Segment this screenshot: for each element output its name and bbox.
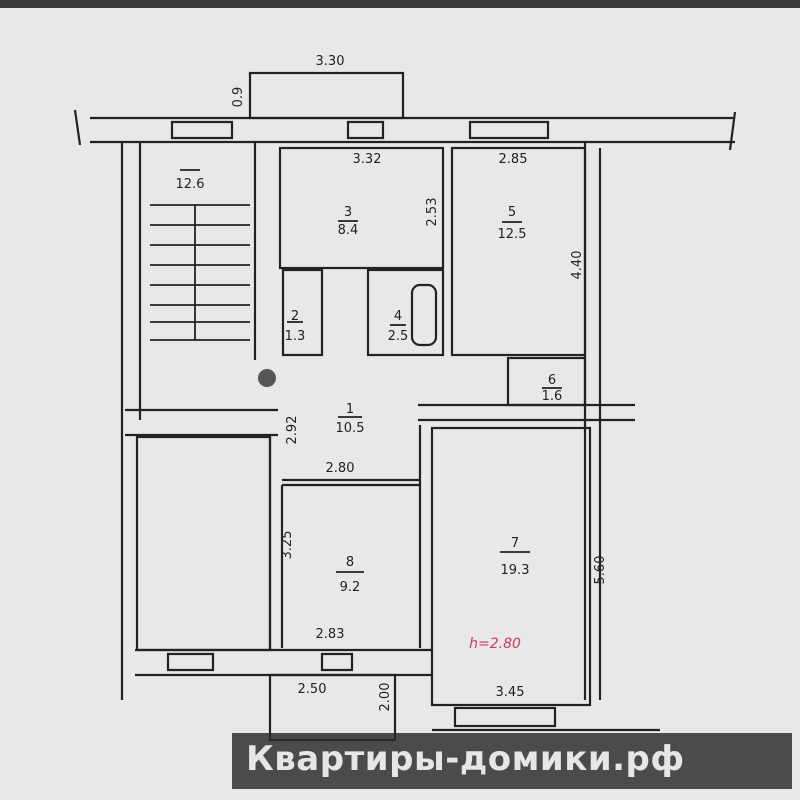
svg-text:10.5: 10.5 — [336, 421, 365, 436]
room-2-outline — [281, 268, 324, 357]
svg-text:3: 3 — [344, 205, 352, 220]
fraction-bars — [180, 169, 562, 573]
walls — [73, 71, 737, 742]
watermark-text: Квартиры-домики.рф — [246, 739, 685, 779]
svg-text:8.4: 8.4 — [338, 223, 359, 238]
svg-text:6: 6 — [548, 373, 556, 388]
svg-text:12.6: 12.6 — [176, 177, 205, 192]
svg-text:3.45: 3.45 — [496, 685, 525, 700]
svg-text:2.83: 2.83 — [316, 627, 345, 642]
watermark-logo: Квартиры-домики.рф — [232, 733, 792, 789]
svg-text:5: 5 — [508, 205, 516, 220]
room-5-outline — [450, 146, 587, 357]
bathtub — [410, 283, 438, 347]
stairs — [150, 204, 250, 341]
svg-text:1.3: 1.3 — [285, 329, 306, 344]
window — [166, 652, 215, 672]
svg-text:12.5: 12.5 — [498, 227, 527, 242]
balcony — [248, 71, 405, 120]
room-4-outline — [366, 268, 445, 357]
window — [170, 120, 234, 140]
window — [453, 706, 557, 728]
room-3-outline — [278, 146, 445, 270]
svg-text:19.3: 19.3 — [501, 563, 530, 578]
riser-marker — [258, 369, 276, 387]
photo-top-edge — [0, 0, 800, 8]
svg-text:2.80: 2.80 — [326, 461, 355, 476]
svg-text:9.2: 9.2 — [340, 580, 361, 595]
svg-text:2.92: 2.92 — [285, 416, 300, 445]
svg-text:4: 4 — [394, 309, 402, 324]
svg-text:8: 8 — [346, 555, 354, 570]
svg-text:5.60: 5.60 — [593, 556, 608, 585]
svg-text:2.50: 2.50 — [298, 682, 327, 697]
svg-text:3.30: 3.30 — [316, 54, 345, 69]
window — [320, 652, 354, 672]
svg-text:7: 7 — [511, 536, 519, 551]
dimension-labels: 3.30 0.9 3.32 2.53 2.85 4.40 2.92 2.80 3… — [231, 54, 608, 711]
room-labels: 12.6 3 8.4 5 12.5 2 1.3 4 2.5 6 1.6 1 10… — [176, 177, 563, 652]
svg-text:2.53: 2.53 — [425, 198, 440, 227]
room-7-outline — [430, 426, 592, 707]
window — [346, 120, 385, 140]
svg-text:1: 1 — [346, 402, 354, 417]
svg-text:0.9: 0.9 — [231, 87, 246, 108]
svg-text:1.6: 1.6 — [542, 389, 563, 404]
loggia — [268, 673, 397, 742]
left-room-outline — [135, 435, 272, 652]
svg-text:2.5: 2.5 — [388, 329, 409, 344]
svg-text:2.85: 2.85 — [499, 152, 528, 167]
svg-text:3.32: 3.32 — [353, 152, 382, 167]
window — [468, 120, 550, 140]
svg-text:2: 2 — [291, 309, 299, 324]
svg-text:3.25: 3.25 — [280, 531, 295, 560]
svg-text:4.40: 4.40 — [570, 251, 585, 280]
svg-text:h=2.80: h=2.80 — [469, 636, 521, 652]
svg-text:2.00: 2.00 — [378, 683, 393, 712]
